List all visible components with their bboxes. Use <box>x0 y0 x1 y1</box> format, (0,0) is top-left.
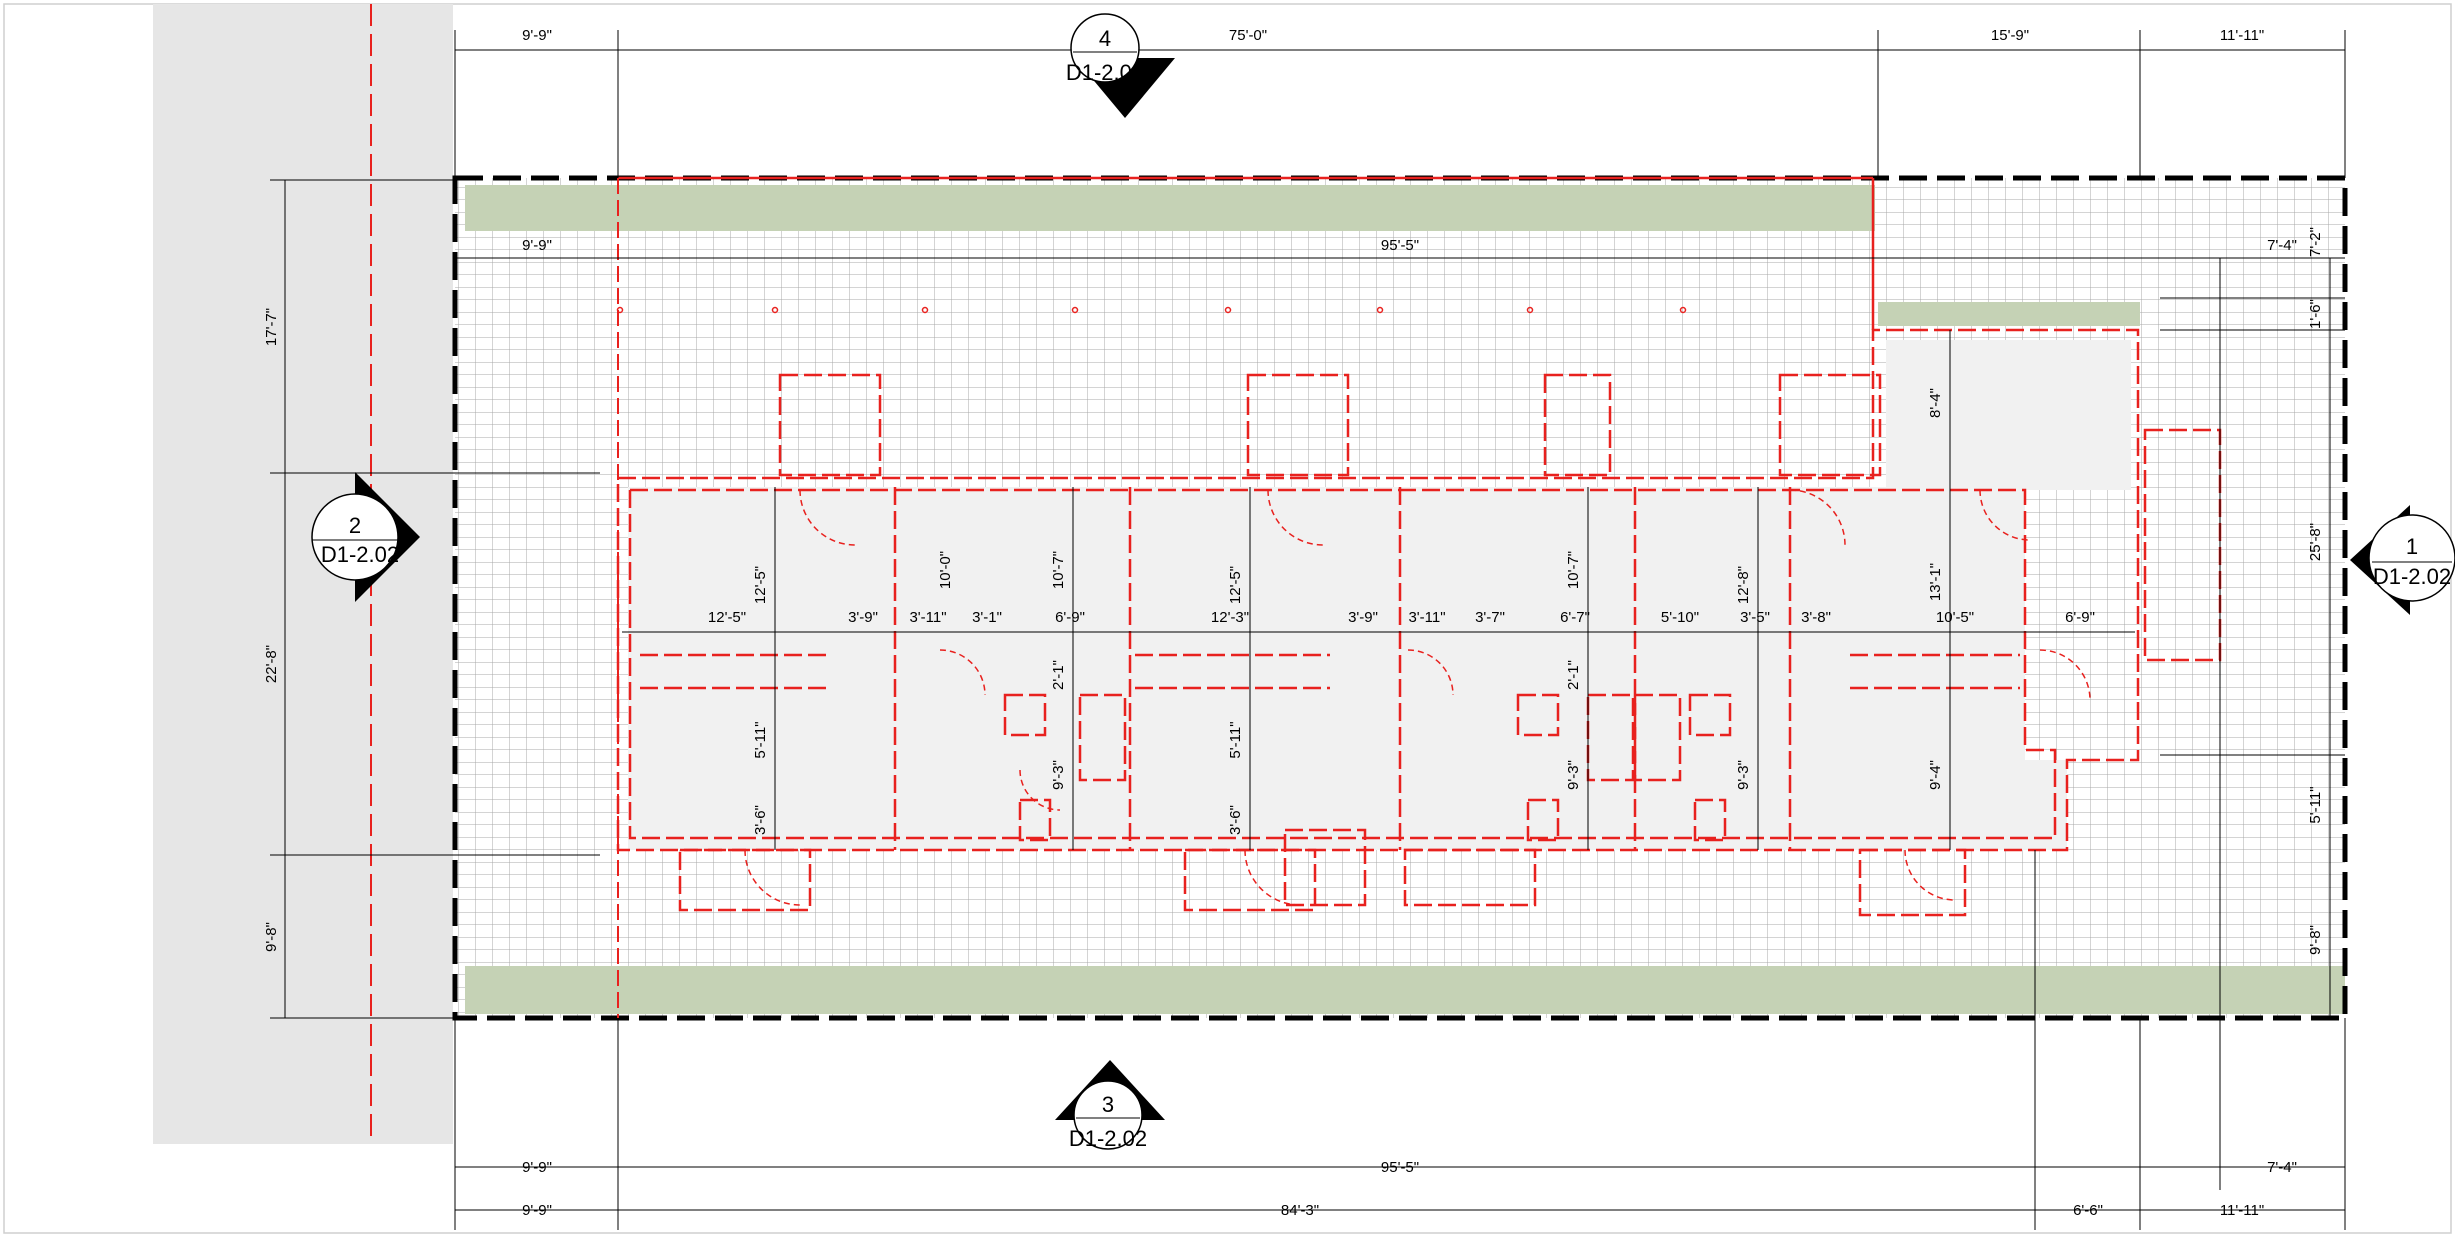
dim-label: 25'-8" <box>2307 523 2324 561</box>
dim-label: 9'-9" <box>522 1202 552 1219</box>
section-number: 1 <box>2406 534 2418 559</box>
dim-label: 9'-3" <box>1565 760 1582 790</box>
dim-label: 10'-5" <box>1936 609 1974 626</box>
door-swings <box>744 489 2091 906</box>
dim-label: 6'-6" <box>2073 1202 2103 1219</box>
dim-label: 12'-5" <box>1227 566 1244 604</box>
dim-label: 12'-3" <box>1211 609 1249 626</box>
dim-label: 5'-11" <box>2307 786 2324 823</box>
dim-label: 11'-11" <box>2220 1202 2264 1219</box>
dim-label: 8'-4" <box>1927 388 1944 418</box>
dim-label: 3'-7" <box>1475 609 1505 626</box>
dim-label: 3'-5" <box>1740 609 1770 626</box>
dim-label: 3'-9" <box>848 609 878 626</box>
dim-label: 7'-2" <box>2307 227 2324 257</box>
dim-label: 7'-4" <box>2267 1159 2297 1176</box>
dim-label: 6'-7" <box>1560 609 1590 626</box>
section-number: 3 <box>1102 1092 1114 1117</box>
dim-label: 3'-11" <box>1408 609 1445 626</box>
upper-redline <box>618 176 1875 330</box>
dim-label: 10'-0" <box>937 551 954 589</box>
dimension-lines <box>270 30 2346 1230</box>
dim-label: 11'-11" <box>2220 27 2264 44</box>
dim-label: 9'-3" <box>1735 760 1752 790</box>
dim-label: 17'-7" <box>263 308 280 346</box>
dim-label: 3'-8" <box>1801 609 1831 626</box>
neighbor-lot <box>153 4 453 1144</box>
dim-label: 95'-5" <box>1381 1159 1419 1176</box>
dim-label: 9'-9" <box>522 237 552 254</box>
bottom-dimensions-row2: 9'-9" 84'-3" 6'-6" 11'-11" <box>522 1202 2264 1219</box>
dim-label: 6'-9" <box>2065 609 2095 626</box>
dim-label: 2'-1" <box>1050 660 1067 690</box>
left-dimensions: 17'-7" 22'-8" 9'-8" <box>263 308 280 952</box>
dim-label: 10'-7" <box>1050 551 1067 589</box>
dim-label: 12'-8" <box>1735 566 1752 604</box>
bottom-dimensions-row1: 9'-9" 95'-5" 7'-4" <box>522 1159 2297 1176</box>
dim-label: 9'-4" <box>1927 760 1944 790</box>
building-slab <box>628 487 2067 850</box>
section-number: 4 <box>1099 26 1111 51</box>
dim-label: 75'-0" <box>1229 27 1267 44</box>
section-marker-1: 1 D1-2.02 <box>2350 505 2455 615</box>
dim-label: 84'-3" <box>1281 1202 1319 1219</box>
section-marker-4: 4 D1-2.02 <box>1066 13 1175 118</box>
dim-label: 5'-11" <box>1227 721 1244 758</box>
section-number: 2 <box>349 513 361 538</box>
section-sheet: D1-2.02 <box>2373 564 2451 589</box>
dim-label: 22'-8" <box>263 645 280 683</box>
dim-label: 3'-6" <box>1227 805 1244 835</box>
dim-label: 15'-9" <box>1991 27 2029 44</box>
dim-label: 6'-9" <box>1055 609 1085 626</box>
section-marker-3: 3 D1-2.02 <box>1055 1060 1165 1151</box>
dim-label: 9'-3" <box>1050 760 1067 790</box>
sheet-border <box>3 3 2452 1234</box>
room-vertical-dimensions: 12'-5" 10'-0" 10'-7" 12'-5" 10'-7" 12'-8… <box>752 388 1944 835</box>
dim-label: 5'-11" <box>752 721 769 758</box>
dim-label: 5'-10" <box>1661 609 1699 626</box>
inner-top-dimensions: 9'-9" 95'-5" 7'-4" <box>522 237 2297 254</box>
redline-walls <box>616 328 2222 917</box>
section-sheet: D1-2.02 <box>321 542 399 567</box>
dim-label: 2'-1" <box>1565 660 1582 690</box>
section-sheet: D1-2.02 <box>1066 60 1144 85</box>
dim-label: 12'-5" <box>708 609 746 626</box>
dim-label: 3'-6" <box>752 805 769 835</box>
dim-label: 9'-8" <box>2307 925 2324 955</box>
dim-label: 95'-5" <box>1381 237 1419 254</box>
site-boundary <box>452 175 2348 1021</box>
landscape-strip-bottom <box>465 966 2345 1014</box>
dim-label: 3'-11" <box>909 609 946 626</box>
dim-label: 12'-5" <box>752 566 769 604</box>
site-points <box>616 306 1687 314</box>
room-horizontal-dimensions: 12'-5" 3'-9" 3'-11" 3'-1" 6'-9" 12'-3" 3… <box>708 609 2095 626</box>
dim-label: 13'-1" <box>1927 563 1944 601</box>
dim-label: 3'-9" <box>1348 609 1378 626</box>
top-dimensions: 9'-9" 75'-0" 15'-9" 11'-11" <box>522 27 2264 44</box>
landscape-strip-right <box>1878 302 2140 326</box>
right-dimensions: 7'-2" 1'-6" 25'-8" 5'-11" 9'-8" <box>2307 227 2324 955</box>
landscape-strip-top <box>465 185 1875 231</box>
section-marker-2: 2 D1-2.02 <box>311 472 420 602</box>
dim-label: 9'-9" <box>522 1159 552 1176</box>
dim-label: 9'-9" <box>522 27 552 44</box>
garage-slab <box>1886 340 2131 490</box>
dim-label: 10'-7" <box>1565 551 1582 589</box>
dim-label: 7'-4" <box>2267 237 2297 254</box>
dim-label: 1'-6" <box>2307 299 2324 329</box>
dim-label: 3'-1" <box>972 609 1002 626</box>
dim-label: 9'-8" <box>263 922 280 952</box>
section-sheet: D1-2.02 <box>1069 1126 1147 1151</box>
